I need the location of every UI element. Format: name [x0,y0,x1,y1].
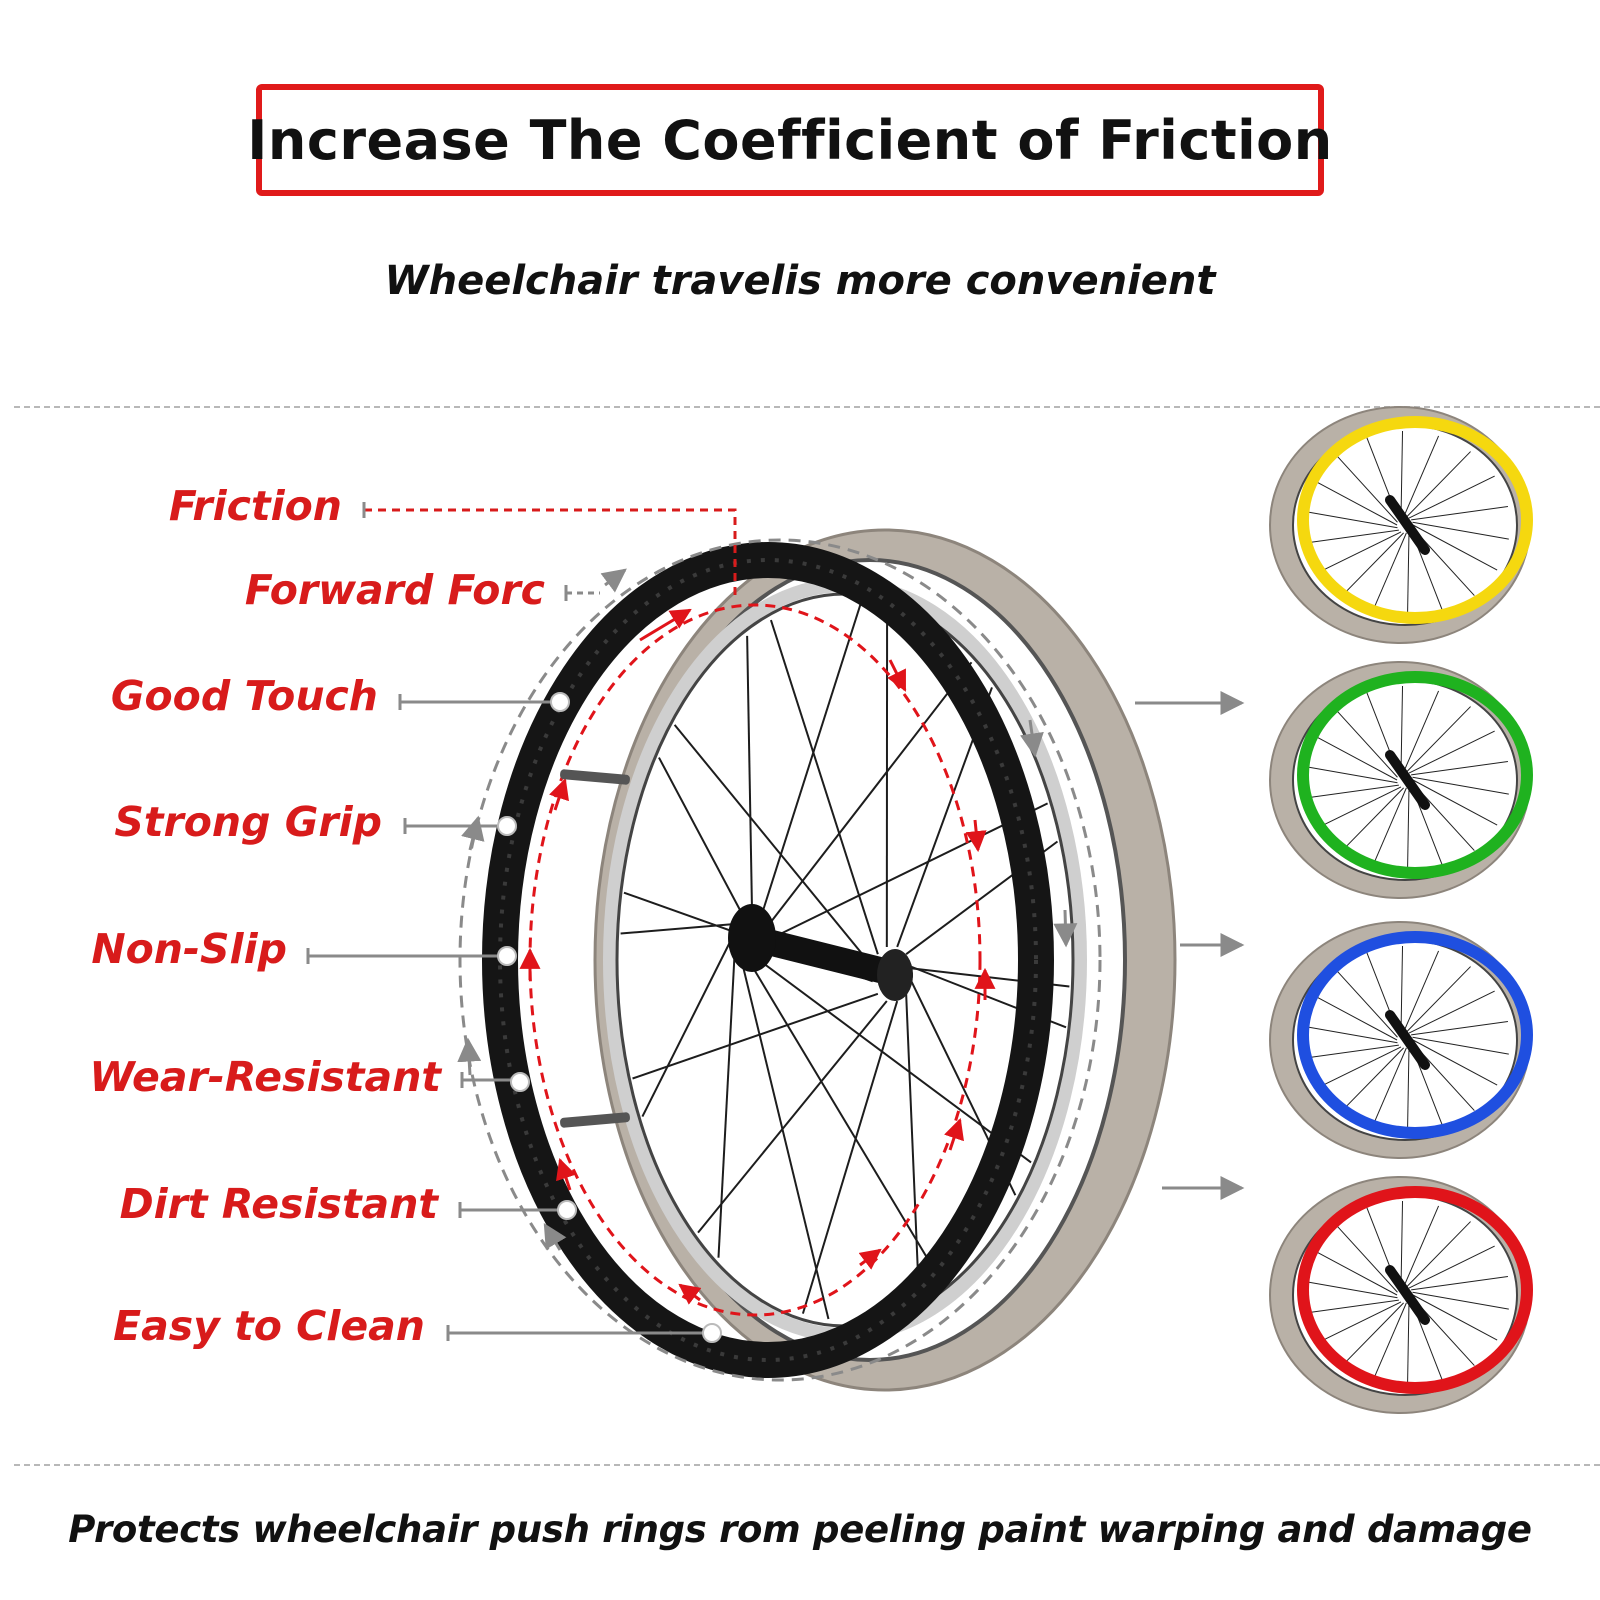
feature-label-easy-to-clean: Easy to Clean [113,1302,425,1350]
callout-dots [497,692,722,1343]
variant-wheel-red [1269,1176,1533,1414]
feature-label-friction: Friction [168,482,342,530]
footer-tagline: Protects wheelchair push rings rom peeli… [68,1508,1532,1551]
feature-label-dirt-resistant: Dirt Resistant [119,1180,438,1228]
feature-label-wear-resistant: Wear-Resistant [89,1053,441,1101]
feature-label-strong-grip: Strong Grip [114,798,382,846]
top-divider [14,406,1600,408]
subtitle: Wheelchair travelis more convenient [384,258,1216,304]
feature-label-forward-force: Forward Forc [244,566,545,614]
bottom-divider [14,1464,1600,1466]
forward-force-loop [458,538,1102,1382]
page-title: Increase The Coefficient of Friction [247,108,1333,172]
variant-wheel-green [1269,661,1533,899]
feature-label-non-slip: Non-Slip [91,925,287,973]
main-wheel [457,528,1177,1392]
feature-label-good-touch: Good Touch [110,672,378,720]
title-box: Increase The Coefficient of Friction [247,84,1332,196]
variant-wheel-yellow [1269,406,1533,644]
callout-lines [306,502,737,1341]
variant-arrows [1135,691,1245,1200]
main-wheel-hub [728,904,913,1001]
variant-wheel-blue [1269,921,1533,1159]
